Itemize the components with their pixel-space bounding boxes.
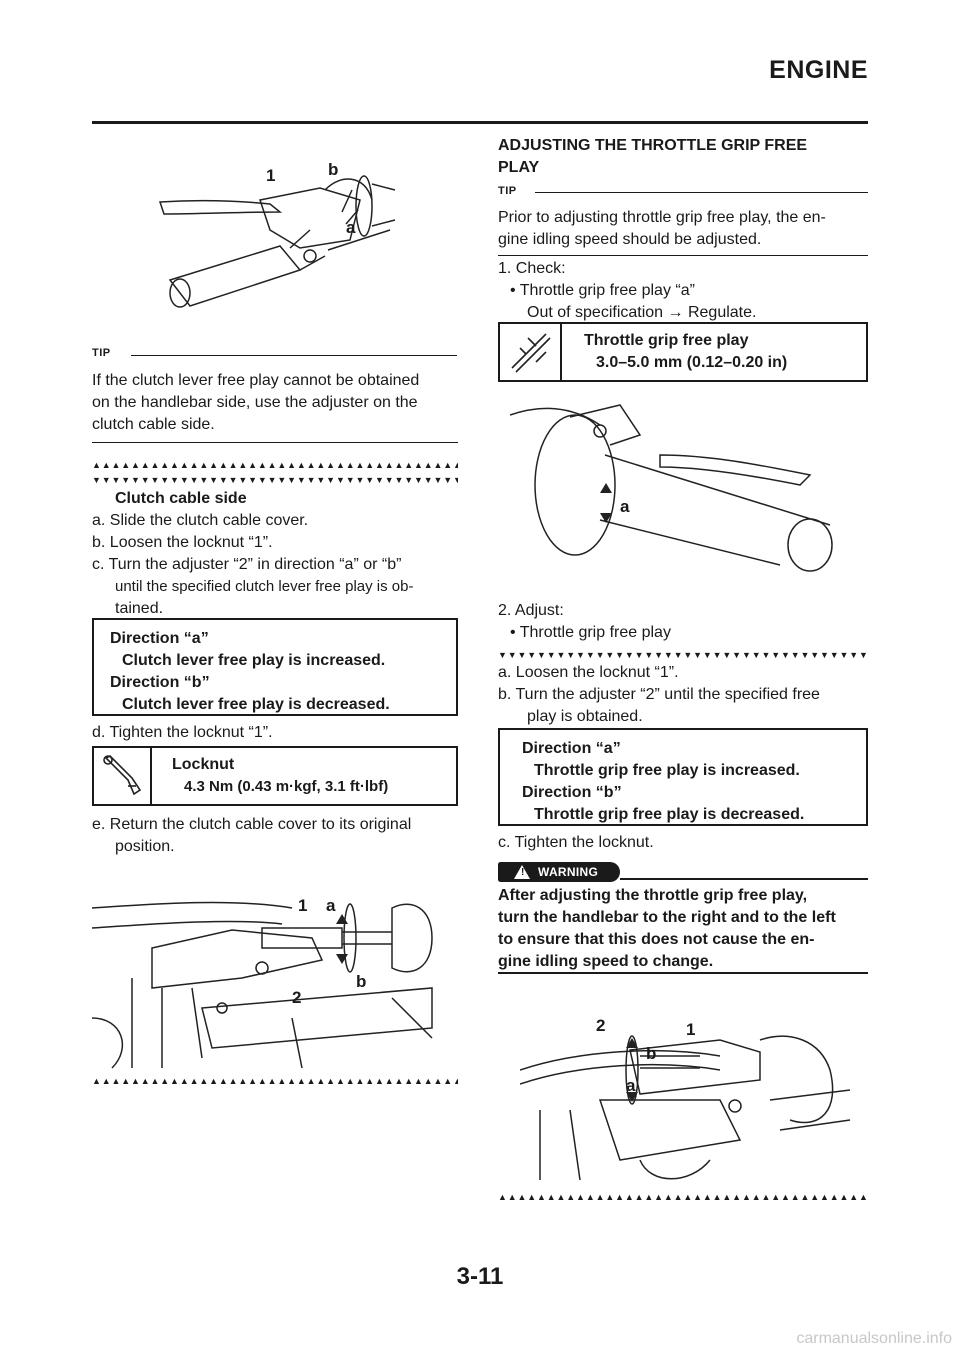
warning-label: WARNING — [538, 865, 599, 879]
direction-a-text: Clutch lever free play is increased. — [122, 652, 386, 669]
fig4-label-b: b — [646, 1044, 657, 1063]
fig2-label-a: a — [326, 896, 336, 915]
tip-rule-right — [535, 192, 868, 193]
step-e: e. Return the clutch cable cover to its … — [92, 816, 412, 833]
section-heading-cont: PLAY — [498, 159, 540, 176]
step-d: d. Tighten the locknut “1”. — [92, 724, 273, 741]
fig1-label-b: b — [328, 160, 339, 179]
section-heading: ADJUSTING THE THROTTLE GRIP FREE — [498, 137, 808, 154]
step-1-note: Out of specification → Regulate. — [527, 304, 757, 321]
tip-label: TIP — [92, 347, 111, 359]
step-e-cont: position. — [115, 838, 175, 855]
step-c-cont2: tained. — [115, 600, 164, 617]
procedure-start-marker: ▲▲▲▲▲▲▲▲▲▲▲▲▲▲▲▲▲▲▲▲▲▲▲▲▲▲▲▲▲▲▲▲▲▲▲▲▲▲▲▲ — [92, 460, 458, 470]
step-c: c. Turn the adjuster “2” in direction “a… — [92, 556, 402, 573]
step-b-right: b. Turn the adjuster “2” until the speci… — [498, 686, 820, 703]
spec-value: 3.0–5.0 mm (0.12–0.20 in) — [596, 354, 788, 371]
throttle-cable-adjuster-illustration — [520, 1035, 851, 1181]
page-section-title: ENGINE — [769, 56, 868, 84]
tip-rule — [131, 355, 457, 356]
fig1-label-a: a — [346, 218, 356, 237]
torque-title: Locknut — [172, 756, 235, 773]
tip-label-right: TIP — [498, 185, 517, 197]
direction-a-label: Direction “a” — [110, 630, 209, 647]
tip-text-right: Prior to adjusting throttle grip free pl… — [498, 209, 826, 248]
direction-a-text-right: Throttle grip free play is increased. — [534, 762, 800, 779]
warning-icon — [514, 865, 530, 879]
step-c-right: c. Tighten the locknut. — [498, 834, 654, 851]
spec-box-divider — [560, 322, 562, 382]
fig1-label-1: 1 — [266, 166, 276, 185]
direction-b-label: Direction “b” — [110, 674, 210, 691]
page-number: 3-11 — [456, 1263, 504, 1290]
fig3-label-a: a — [620, 497, 630, 516]
spec-title: Throttle grip free play — [584, 332, 749, 349]
direction-a-label-right: Direction “a” — [522, 740, 621, 757]
subheading: Clutch cable side — [115, 490, 247, 507]
tip-end-rule — [92, 442, 458, 443]
step-2-bullet: • Throttle grip free play — [510, 624, 671, 641]
torque-wrench-icon — [103, 755, 142, 796]
direction-b-label-right: Direction “b” — [522, 784, 622, 801]
fig4-label-2: 2 — [596, 1016, 606, 1035]
throttle-spec-box — [498, 322, 868, 382]
direction-b-text: Clutch lever free play is decreased. — [122, 696, 390, 713]
tip-end-rule-right — [498, 255, 868, 256]
caliper-icon — [511, 333, 551, 373]
clutch-cable-adjuster-illustration — [92, 901, 433, 1069]
fig2-label-2: 2 — [292, 988, 302, 1007]
warning-text: After adjusting the throttle grip free p… — [498, 887, 836, 970]
torque-box-divider — [150, 746, 152, 806]
step-1-bullet: • Throttle grip free play “a” — [510, 282, 695, 299]
warning-rule — [620, 878, 868, 880]
torque-value: 4.3 Nm (0.43 m·kgf, 3.1 ft·lbf) — [184, 778, 389, 795]
procedure-start-marker-down: ▼▼▼▼▼▼▼▼▼▼▼▼▼▼▼▼▼▼▼▼▼▼▼▼▼▼▼▼▼▼▼▼▼▼▼▼▼▼▼▼ — [92, 475, 458, 485]
fig2-label-b: b — [356, 972, 367, 991]
procedure-start-marker-right: ▼▼▼▼▼▼▼▼▼▼▼▼▼▼▼▼▼▼▼▼▼▼▼▼▼▼▼▼▼▼▼▼▼▼▼▼▼▼▼▼ — [498, 650, 868, 660]
warning-exclaim: ! — [521, 867, 525, 878]
fig2-label-1: 1 — [298, 896, 308, 915]
procedure-end-marker: ▲▲▲▲▲▲▲▲▲▲▲▲▲▲▲▲▲▲▲▲▲▲▲▲▲▲▲▲▲▲▲▲▲▲▲▲▲▲▲▲ — [92, 1076, 458, 1086]
tip-text: If the clutch lever free play cannot be … — [92, 372, 420, 433]
step-b-right-cont: play is obtained. — [527, 708, 643, 725]
torque-spec-box — [92, 746, 458, 806]
warning-end-rule — [498, 972, 868, 974]
step-1: 1. Check: — [498, 260, 566, 277]
fig4-label-a: a — [626, 1076, 636, 1095]
step-c-cont: until the specified clutch lever free pl… — [115, 578, 414, 595]
step-a: a. Slide the clutch cable cover. — [92, 512, 309, 529]
fig4-label-1: 1 — [686, 1020, 696, 1039]
direction-box — [92, 618, 458, 716]
procedure-end-marker-right: ▲▲▲▲▲▲▲▲▲▲▲▲▲▲▲▲▲▲▲▲▲▲▲▲▲▲▲▲▲▲▲▲▲▲▲▲▲▲▲▲ — [498, 1192, 868, 1202]
clutch-lever-illustration — [158, 175, 396, 308]
direction-box-right — [498, 728, 868, 826]
header-rule — [92, 121, 868, 124]
throttle-grip-illustration — [510, 404, 833, 572]
direction-b-text-right: Throttle grip free play is decreased. — [534, 806, 805, 823]
step-a-right: a. Loosen the locknut “1”. — [498, 664, 679, 681]
step-b: b. Loosen the locknut “1”. — [92, 534, 273, 551]
step-2: 2. Adjust: — [498, 602, 564, 619]
watermark: carmanualsonline.info — [796, 1330, 952, 1347]
